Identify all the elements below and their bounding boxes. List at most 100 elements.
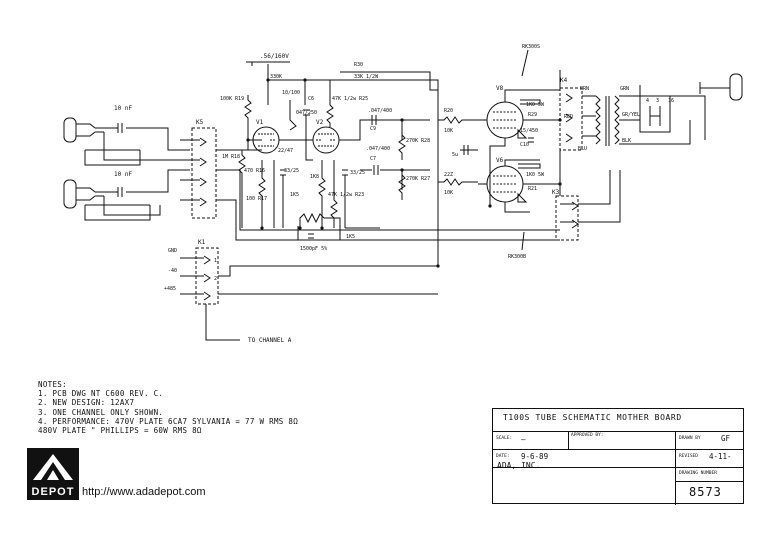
label-r23: 47K 1/2w R23 [328,192,364,198]
label-c-5u: 5u [452,152,458,158]
label-r21: R21 [528,186,537,192]
label-k5: K5 [196,119,204,126]
drawing-title: T100S TUBE SCHEMATIC MOTHER BOARD [503,413,682,422]
label-k1-pin2: 2 [214,276,217,282]
label-c-22-47: 22/47 [278,148,293,154]
label-to-channel-a: TO CHANNEL A [248,337,292,344]
company-name: ADA, INC. [497,461,541,470]
label-r-1k0-b: 1K0 5W [526,172,545,178]
label-r20: R20 [444,108,453,114]
label-c-047-400b: .047/400 [366,146,390,152]
label-rk300b: RK300B [508,254,526,260]
tube-v2 [312,126,340,154]
label-r29: R29 [528,112,537,118]
note-item-3: 3. ONE CHANNEL ONLY SHOWN. [38,407,164,417]
label-r19: 100K R19 [220,96,244,102]
label-r28: 270K R28 [406,138,430,144]
label-c6: C6 [308,96,314,102]
label-r22: 22Z [444,172,453,178]
logo-mark-icon [33,454,73,480]
label-gr-yel: GR/YEL [622,112,640,118]
relay-k3 [555,195,579,241]
label-c-15-450: 15/450 [520,128,538,134]
label-r25: 47K 1/2w R25 [332,96,368,102]
impedance-selector [639,95,671,133]
label-v8: V8 [496,85,504,92]
label-c7: C7 [370,156,376,162]
label-r27: 270K R27 [406,176,430,182]
label-r18: 1M R18 [222,154,240,160]
drawing-number-label: DRAWING NUMBER [679,471,717,476]
date-label: DATE: [496,454,510,459]
label-brn: BRN [580,86,589,92]
label-r16: 470 R16 [244,168,265,174]
note-item-2: 2. NEW DESIGN: 12AX7 [38,398,135,408]
label-v1: V1 [256,119,264,126]
label-plus485: +485 [164,286,176,292]
relay-k5 [191,127,217,219]
tube-v1 [252,126,280,154]
label-r30: R30 [354,62,363,68]
label-pin-3: 3 [656,98,659,104]
notes-block: NOTES: 1. PCB DWG NT C600 REV. C. 2. NEW… [38,380,478,435]
revised-label: REVISED [679,454,698,459]
label-r-1k8: 1K8 [310,174,319,180]
label-c-10-100: 10/100 [282,90,300,96]
label-c-047-400a: .047/400 [368,108,392,114]
drawing-number: 8573 [689,485,722,499]
label-r22-val: 10K [444,190,453,196]
label-r-1k0-a: 1K0 5W [526,102,545,108]
approved-label: APPROVED BY: [571,433,604,438]
label-cap-in1: 10 nF [114,105,132,112]
label-minus40: -40 [168,268,177,274]
label-c10: C10 [520,142,529,148]
website-url[interactable]: http://www.adadepot.com [82,486,206,498]
label-r17: 100 R17 [246,196,267,202]
label-c-047-250: 047/250 [296,110,317,116]
label-grn: GRN [620,86,629,92]
title-block: T100S TUBE SCHEMATIC MOTHER BOARD SCALE:… [492,408,744,505]
label-r-1k5-bottom: 1K5 [346,234,355,240]
label-rk300s: RK300S [522,44,540,50]
label-gnd: GND [168,248,177,254]
label-c-33-25a: 33/25 [284,168,299,174]
ada-depot-logo: DEPOT [27,448,79,500]
label-v2: V2 [316,119,324,126]
input-jack-1 [63,117,104,143]
label-v6: V6 [496,157,504,164]
label-supply-cap: .56/160V [260,53,289,60]
drawn-label: DRAWN BY [679,436,701,441]
label-c-33-25b: 33/25 [350,170,365,176]
label-c-1500pf: 1500pF 5% [300,246,327,252]
drawn-value: GF [721,434,731,443]
label-r20-val: 10K [444,128,453,134]
note-item-5: 480V PLATE " PHILLIPS = 60W RMS 8Ω [38,426,202,436]
revised-value: 4-11- [709,452,732,461]
label-c9: C9 [370,126,376,132]
label-k3: K3 [552,189,560,196]
label-cap-in2: 10 nF [114,171,132,178]
label-k1-pin1: 1 [214,258,217,264]
label-r30-val: 33K 1/2W [354,74,379,80]
label-k1: K1 [198,239,206,246]
logo-text: DEPOT [31,486,75,498]
label-k4: K4 [560,77,568,84]
note-item-1: 1. PCB DWG NT C600 REV. C. [38,389,164,399]
label-pin-4: 4 [646,98,649,104]
label-red: RED [564,114,573,120]
label-r-1k5: 1K5 [290,192,299,198]
scale-value: — [521,435,526,444]
label-blk: BLK [622,138,631,144]
speaker-output-jack [729,73,743,101]
output-transformer [595,95,620,146]
notes-heading: NOTES: [38,380,67,389]
note-item-4: 4. PERFORMANCE: 470V PLATE 6CA7 SYLVANIA… [38,416,299,426]
label-blu: BLU [578,146,587,152]
label-pin-16: 16 [668,98,674,104]
label-r-330k: 330K [270,74,282,80]
scale-label: SCALE: [496,436,513,441]
date-value: 9-6-89 [521,452,549,461]
input-jack-2 [63,179,104,209]
